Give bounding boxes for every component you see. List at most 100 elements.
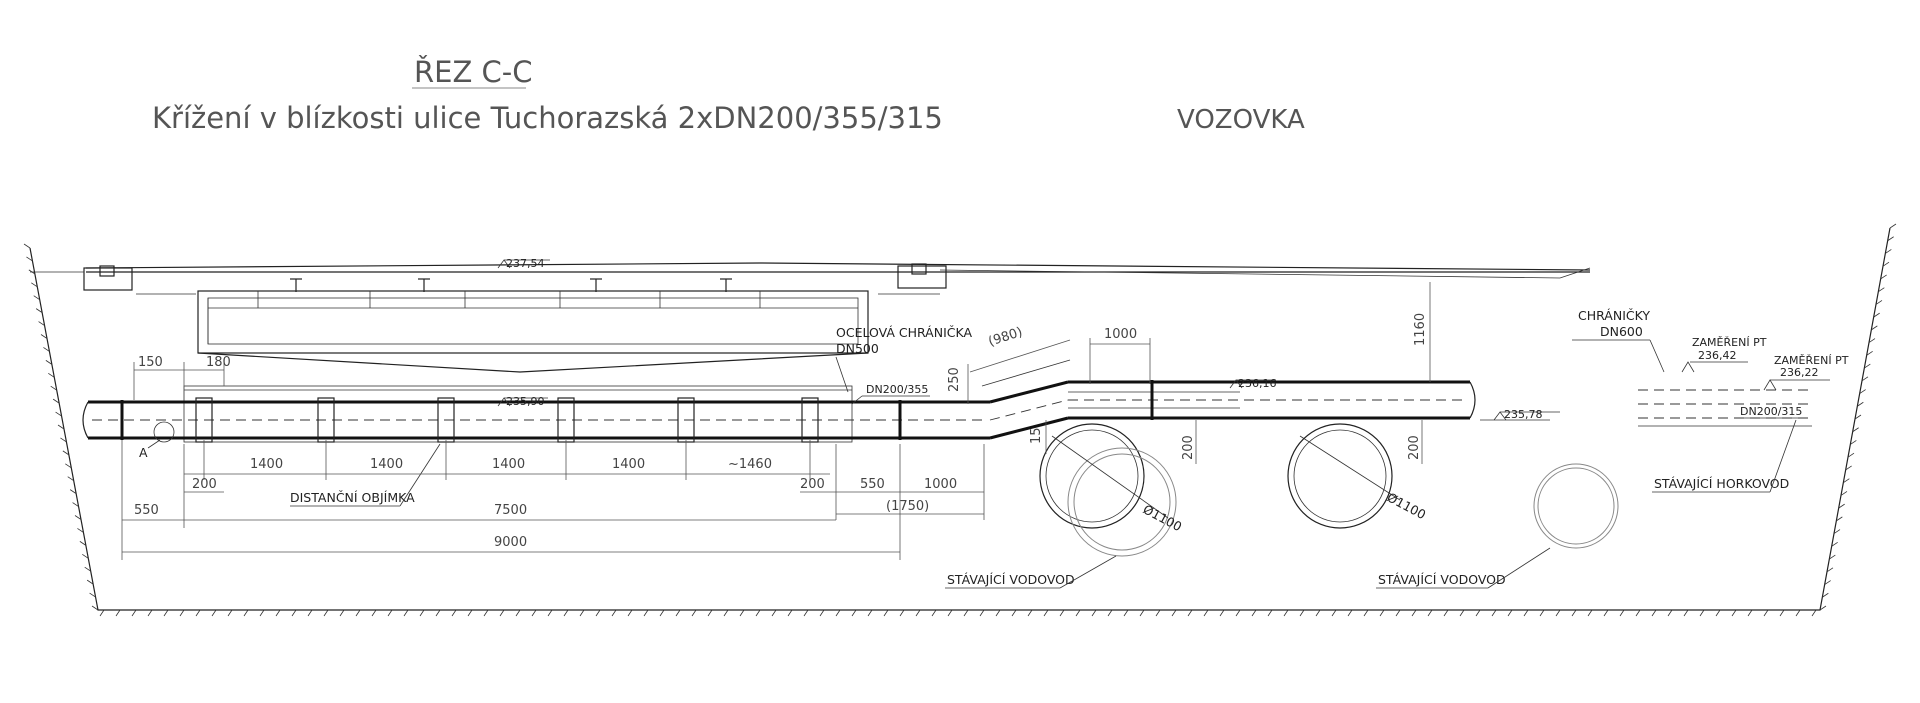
hatch-tick [1267, 609, 1273, 617]
hatch-tick [435, 609, 441, 617]
hatch-tick [1826, 567, 1834, 573]
hatch-tick [1107, 609, 1113, 617]
hatch-tick [1395, 609, 1401, 617]
hatch-tick [1779, 609, 1785, 617]
hatch-tick [26, 256, 33, 262]
diameter-label-1: Ø1100 [1141, 501, 1185, 534]
hatch-tick [1838, 503, 1845, 509]
casings-dn-label: DN600 [1600, 324, 1643, 339]
hatch-tick [611, 609, 617, 617]
hatch-tick [89, 592, 96, 598]
pipe-level-markers: 235,90 236,16 235,78 [497, 377, 1560, 421]
dim-200-vertical-2: 200 [1407, 435, 1422, 460]
hatch-tick [23, 243, 31, 249]
hatch-tick [323, 609, 329, 617]
hatch-tick [1857, 401, 1864, 407]
hatch-tick [1363, 609, 1369, 617]
hatch-tick [643, 609, 649, 617]
hatch-tick [947, 609, 953, 617]
hatch-tick [1747, 609, 1753, 617]
hatch-tick [1763, 609, 1769, 617]
dim-150: 150 [138, 355, 163, 370]
hatch-tick [403, 609, 409, 617]
hatch-tick [1873, 312, 1880, 318]
dim-15: 15 [1029, 427, 1044, 444]
hatch-tick [915, 609, 921, 617]
dim-200-left: 200 [192, 477, 217, 492]
hatch-tick [339, 609, 345, 617]
dim-1750: (1750) [886, 499, 929, 514]
hatch-tick [691, 609, 697, 617]
dim-1000-top: 1000 [1104, 327, 1137, 342]
hatch-tick [1043, 609, 1049, 617]
hatch-tick [163, 609, 169, 617]
hatch-tick [179, 609, 185, 617]
hatch-tick [1571, 609, 1577, 617]
hatch-tick [33, 295, 40, 301]
hatch-tick [1475, 609, 1481, 617]
existing-structure [197, 278, 869, 373]
hatch-tick [1875, 300, 1883, 305]
hatch-tick [563, 609, 569, 617]
hatch-tick [1850, 440, 1857, 445]
hatch-tick [1347, 609, 1353, 617]
existing-water-label-2: STÁVAJÍCÍ VODOVOD [1378, 572, 1506, 587]
hatch-tick [1889, 223, 1897, 229]
heating-pipe-circle [1533, 463, 1619, 549]
hatch-tick [1731, 609, 1737, 617]
hatch-tick [1539, 609, 1545, 617]
hatch-tick [1411, 609, 1417, 617]
hatch-tick [451, 609, 457, 617]
hatch-tick [1491, 609, 1497, 617]
dim-980: (980) [987, 325, 1025, 350]
hatch-tick [819, 609, 825, 617]
hatch-tick [1859, 389, 1866, 394]
hatch-tick [1619, 609, 1625, 617]
dim-spacing-4: 1400 [612, 457, 645, 472]
section-title: ŘEZ C-C [414, 55, 533, 89]
hatch-tick [931, 609, 937, 617]
hatch-tick [62, 450, 70, 456]
hatch-tick [1123, 609, 1129, 617]
hatch-tick [55, 411, 62, 417]
survey-pt-label-1: ZAMĚŘENÍ PT [1692, 336, 1767, 349]
hatch-tick [883, 609, 889, 617]
hatch-tick [1523, 609, 1529, 617]
hatch-tick [84, 566, 91, 572]
pipe-dn-label: DN200/355 [866, 383, 928, 396]
road-level-label: 237,54 [506, 257, 545, 270]
hatch-tick [1011, 609, 1017, 617]
point-a-label: A [139, 445, 148, 460]
hatch-tick [243, 609, 249, 617]
hatch-tick [1683, 609, 1689, 617]
hatch-tick [1555, 609, 1561, 617]
hatch-tick [52, 398, 60, 404]
hatch-tick [74, 515, 82, 520]
hatch-tick [79, 541, 87, 546]
dim-spacing-3: 1400 [492, 457, 525, 472]
hatch-tick [515, 609, 521, 617]
hatch-tick [1885, 249, 1892, 254]
hatch-tick [355, 609, 361, 617]
annotations-right: CHRÁNIČKY DN600 ZAMĚŘENÍ PT 236,42 ZAMĚŘ… [1572, 308, 1849, 493]
hatch-tick [899, 609, 905, 617]
hatch-tick [115, 609, 121, 617]
hatch-tick [1155, 609, 1161, 617]
hatch-tick [1699, 609, 1705, 617]
hatch-tick [275, 609, 281, 617]
hatch-tick [86, 579, 94, 585]
dim-spacing-1: 1400 [250, 457, 283, 472]
pipe-level-left: 235,90 [506, 395, 545, 408]
hatch-tick [1443, 609, 1449, 617]
hatch-tick [1843, 478, 1850, 483]
hatch-tick [60, 437, 67, 443]
hatch-tick [40, 334, 48, 339]
pipe-dn-right-label: DN200/315 [1740, 405, 1802, 418]
hatch-tick [1871, 325, 1878, 331]
hatch-tick [1861, 376, 1869, 382]
hatch-tick [1635, 609, 1641, 617]
hatch-tick [1667, 609, 1673, 617]
hatch-tick [72, 502, 79, 507]
hatch-tick [1831, 542, 1838, 547]
